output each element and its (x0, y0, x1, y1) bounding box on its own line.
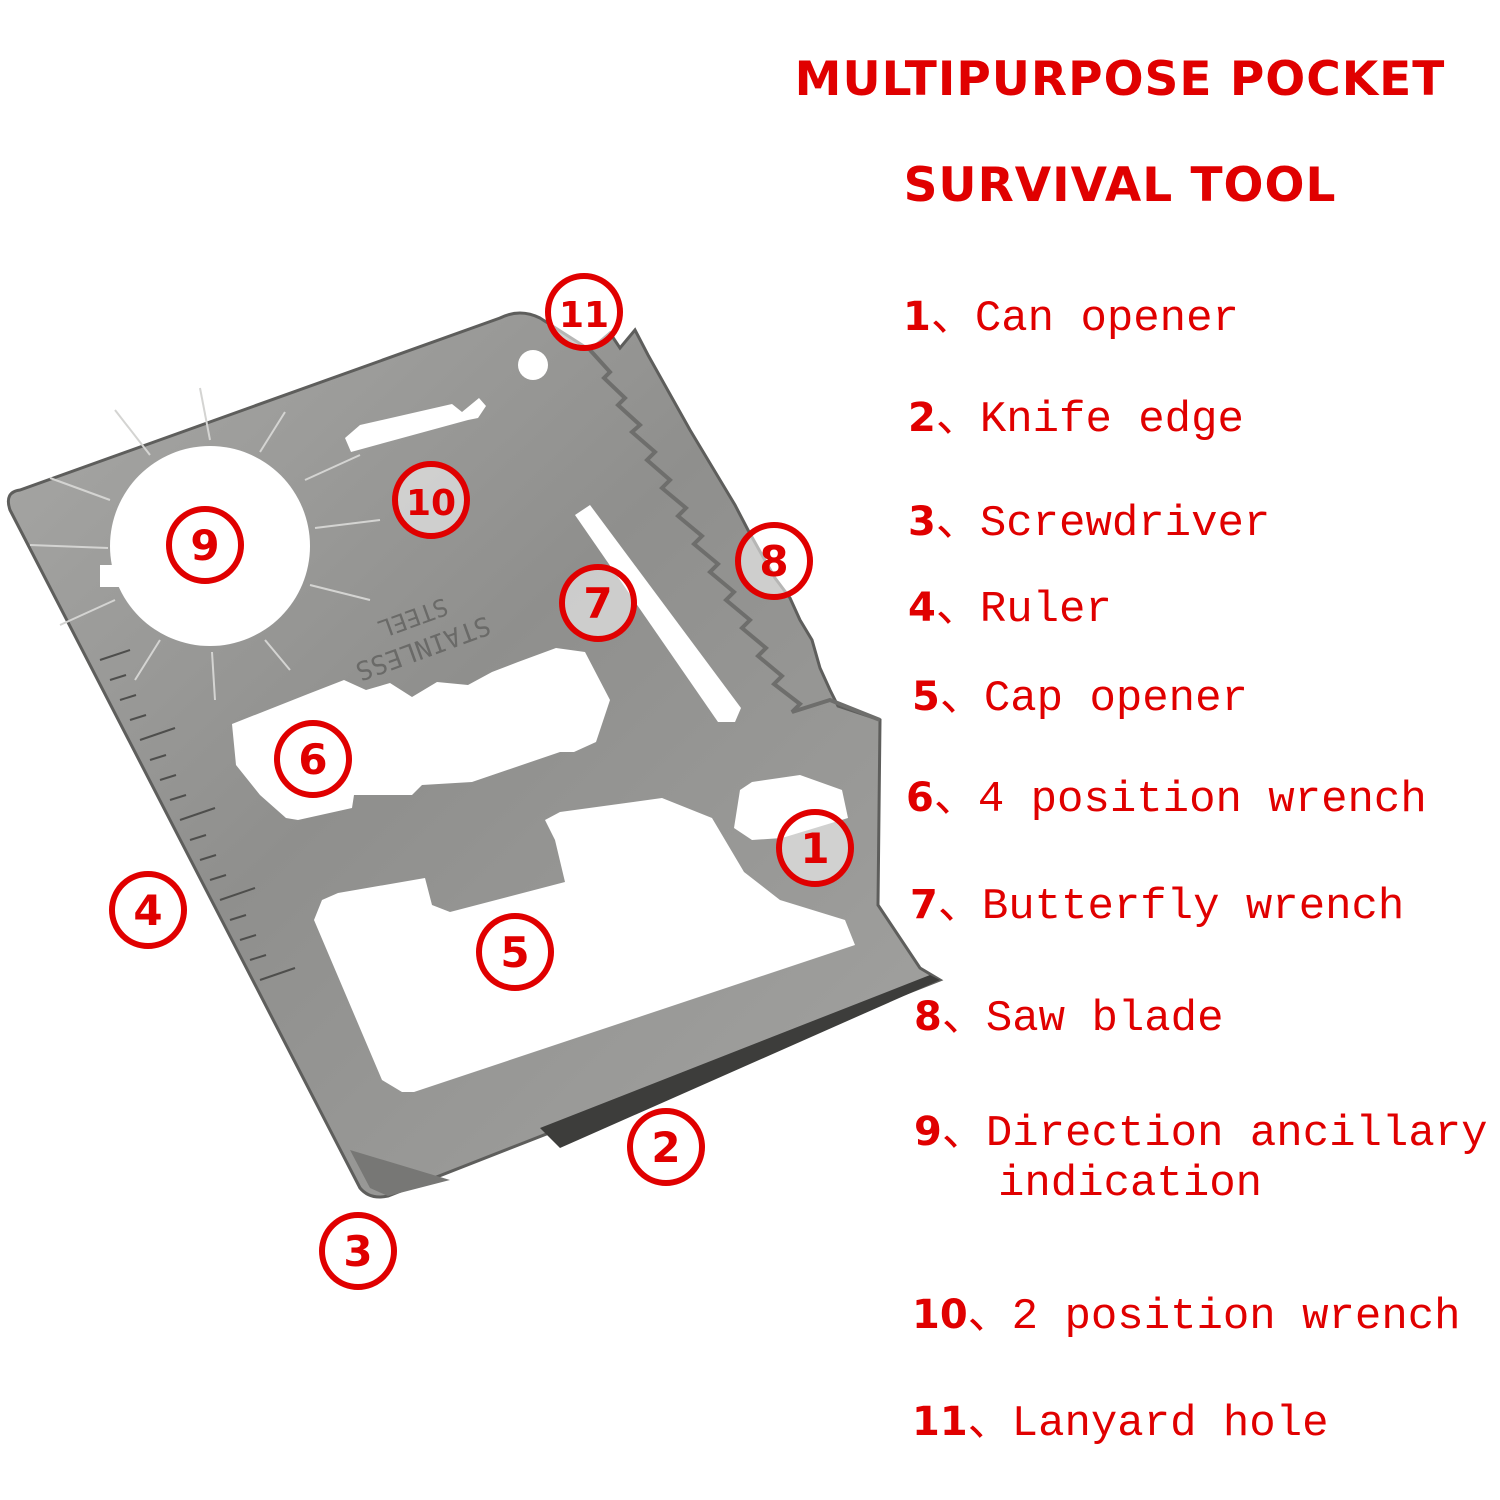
callout-ring (392, 461, 470, 539)
feature-item-11: 11、Lanyard hole (912, 1397, 1329, 1449)
feature-item-8: 8、Saw blade (914, 992, 1223, 1044)
callout-badge-6: 6 (274, 720, 352, 798)
callout-ring (109, 871, 187, 949)
callout-number: 9 (190, 521, 219, 570)
feature-label: Butterfly wrench (981, 882, 1405, 932)
callout-number: 2 (651, 1123, 680, 1172)
callout-badge-4: 4 (109, 871, 187, 949)
callout-number: 8 (759, 537, 788, 586)
feature-number: 11 (912, 1399, 968, 1445)
feature-number: 3 (908, 499, 936, 545)
feature-item-7: 7、Butterfly wrench (910, 880, 1404, 932)
feature-separator: 、 (930, 294, 975, 344)
feature-separator: 、 (967, 1292, 1012, 1342)
callout-badge-8: 8 (735, 522, 813, 600)
feature-item-3: 3、Screwdriver (908, 497, 1270, 549)
feature-item-10: 10、2 position wrench (912, 1290, 1461, 1342)
feature-label: Saw blade (985, 994, 1224, 1044)
feature-label: Cap opener (983, 674, 1248, 724)
callout-badge-7: 7 (559, 564, 637, 642)
screwdriver-bevel (350, 1150, 450, 1196)
feature-separator: 、 (935, 585, 980, 635)
feature-label-continued: indication (998, 1159, 1263, 1209)
compass-rays (29, 387, 381, 701)
feature-item-4: 4、Ruler (908, 583, 1112, 635)
callout-badge-1: 1 (776, 809, 854, 887)
callout-ring (274, 720, 352, 798)
feature-label: Ruler (979, 585, 1112, 635)
callout-number: 10 (406, 483, 456, 524)
feature-number: 1 (903, 294, 931, 340)
callout-badge-11: 11 (545, 273, 623, 351)
feature-separator: 、 (939, 674, 984, 724)
feature-item-6: 6、4 position wrench (906, 773, 1427, 825)
callout-ring (476, 913, 554, 991)
callout-number: 7 (583, 579, 612, 628)
callout-ring (545, 273, 623, 351)
callout-ring (776, 809, 854, 887)
feature-label: 2 position wrench (1011, 1292, 1461, 1342)
feature-label: 4 position wrench (977, 775, 1427, 825)
feature-item-5: 5、Cap opener (912, 672, 1248, 724)
feature-separator: 、 (935, 499, 980, 549)
feature-number: 8 (914, 994, 942, 1040)
callout-badge-10: 10 (392, 461, 470, 539)
feature-number: 7 (910, 882, 938, 928)
callout-badge-3: 3 (319, 1212, 397, 1290)
callout-ring (319, 1212, 397, 1290)
feature-separator: 、 (967, 1399, 1012, 1449)
feature-number: 4 (908, 585, 936, 631)
feature-separator: 、 (941, 1109, 986, 1159)
feature-separator: 、 (933, 775, 978, 825)
feature-number: 9 (914, 1109, 942, 1155)
feature-label: Can opener (974, 294, 1239, 344)
feature-number: 6 (906, 775, 934, 821)
page-title-line-2: SURVIVAL TOOL (903, 158, 1337, 213)
feature-separator: 、 (935, 395, 980, 445)
feature-item-2: 2、Knife edge (908, 393, 1244, 445)
callout-number: 11 (559, 295, 609, 336)
feature-number: 5 (912, 674, 940, 720)
feature-number: 2 (908, 395, 936, 441)
saw-blade-teeth (588, 348, 881, 722)
callout-ring (559, 564, 637, 642)
ruler-ticks (99, 649, 296, 981)
feature-item-9: 9、Direction ancillary indication (914, 1107, 1488, 1209)
callout-number: 3 (343, 1227, 372, 1276)
feature-item-1: 1、Can opener (903, 292, 1239, 344)
callout-ring (166, 506, 244, 584)
feature-number: 10 (912, 1292, 968, 1338)
callout-number: 5 (500, 928, 529, 977)
feature-label: Lanyard hole (1011, 1399, 1329, 1449)
feature-label: Knife edge (979, 395, 1244, 445)
callout-number: 4 (133, 886, 162, 935)
callout-badge-9: 9 (166, 506, 244, 584)
callout-ring (627, 1108, 705, 1186)
page-title-line-1: MULTIPURPOSE POCKET (794, 52, 1446, 107)
callout-badge-2: 2 (627, 1108, 705, 1186)
feature-separator: 、 (941, 994, 986, 1044)
feature-separator: 、 (937, 882, 982, 932)
feature-label: Screwdriver (979, 499, 1271, 549)
callout-number: 6 (298, 735, 327, 784)
callout-ring (735, 522, 813, 600)
callout-badge-5: 5 (476, 913, 554, 991)
feature-label: Direction ancillary (985, 1109, 1488, 1159)
knife-edge-bevel (540, 975, 940, 1148)
callout-number: 1 (800, 824, 829, 873)
